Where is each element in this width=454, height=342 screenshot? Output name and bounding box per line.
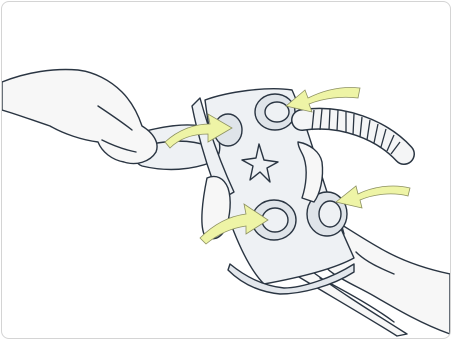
arrow-bottom-right bbox=[336, 186, 410, 208]
illustration-frame bbox=[1, 1, 451, 339]
mask-fitting-illustration bbox=[2, 2, 451, 339]
left-hand-icon bbox=[2, 70, 157, 164]
hose-icon bbox=[302, 109, 404, 154]
